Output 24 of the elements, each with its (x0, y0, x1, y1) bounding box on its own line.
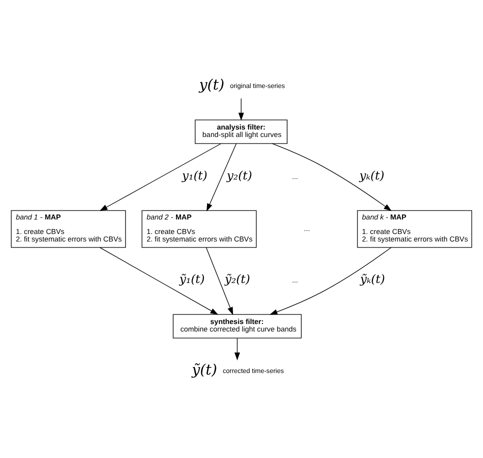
edge-label: yₖ(t) (359, 168, 384, 182)
node-box: band k - MAP 1. create CBVs 2. fit systematic errors with CBVs (357, 210, 472, 248)
node-box: synthesis filter: combine corrected light curve bands (172, 314, 302, 338)
arrow (234, 338, 240, 360)
node-box: band 2 - MAP 1. create CBVs 2. fit systematic errors with CBVs (142, 210, 257, 248)
edge-label: ỹₖ(t) (360, 272, 386, 286)
node-box: analysis filter: band-split all light curves (194, 120, 288, 144)
label: ... (304, 224, 310, 233)
arrow (272, 143, 392, 212)
node-box: band 1 - MAP 1. create CBVs 2. fit systematic errors with CBVs (10, 210, 126, 248)
edge-label: y₂(t) (226, 168, 252, 182)
arrow (100, 143, 222, 212)
label: ... (292, 172, 298, 181)
edge-label: y₁(t) (182, 168, 208, 182)
arrow (238, 98, 244, 121)
edge-label: ỹ₁(t) (179, 272, 205, 286)
label: ... (292, 276, 298, 285)
edge-label: ỹ₂(t) (224, 272, 250, 286)
arrow (99, 247, 218, 315)
arrow (206, 143, 237, 212)
arrow (206, 247, 234, 316)
arrow (270, 247, 392, 315)
node-text: y(t) (199, 77, 224, 94)
node-text: ỹ(t) (192, 362, 218, 379)
